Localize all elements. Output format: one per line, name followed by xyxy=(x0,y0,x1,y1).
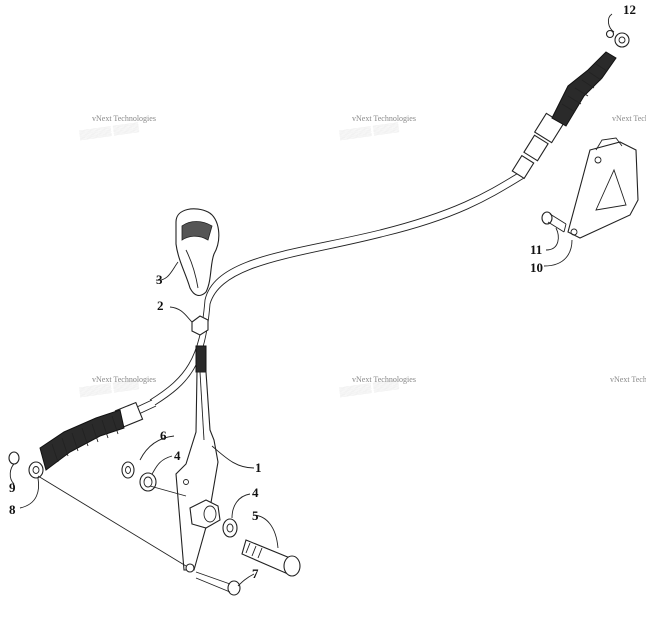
watermark-text: vNext Technologies xyxy=(92,375,156,384)
watermark-text: vNext Technologies xyxy=(352,114,416,123)
watermark-text: vNext Technologies xyxy=(352,375,416,384)
svg-text:▒▒▒▒▒ ▒▒▒▒: ▒▒▒▒▒ ▒▒▒▒ xyxy=(339,122,400,141)
watermark-text: vNext Technologies xyxy=(612,114,646,123)
lower-cable-boot xyxy=(8,399,187,567)
callout-11: 11 xyxy=(530,242,542,257)
callout-5: 5 xyxy=(252,508,259,523)
callout-1: 1 xyxy=(255,460,262,475)
svg-text:▒▒▒▒▒ ▒▒▒▒: ▒▒▒▒▒ ▒▒▒▒ xyxy=(79,122,140,141)
callout-10: 10 xyxy=(530,260,543,275)
callout-3: 3 xyxy=(156,272,163,287)
mounting-bracket xyxy=(567,137,639,239)
callouts: 1 2 3 4 4 5 6 7 8 9 10 11 12 xyxy=(9,2,636,581)
watermarks: ▒▒▒▒▒ ▒▒▒▒ vNext Technologies ▒▒▒▒▒ ▒▒▒▒… xyxy=(79,114,646,398)
watermark-text: vNext Technologies xyxy=(610,375,646,384)
leader-lines xyxy=(9,13,615,587)
callout-6: 6 xyxy=(160,428,167,443)
callout-8: 8 xyxy=(9,502,16,517)
bracket-bolt xyxy=(541,211,567,233)
bushing-set xyxy=(121,461,238,538)
shift-lever xyxy=(175,345,221,573)
callout-4: 4 xyxy=(174,448,181,463)
callout-7: 7 xyxy=(252,566,259,581)
callout-2: 2 xyxy=(157,298,164,313)
callout-12: 12 xyxy=(623,2,636,17)
lever-bolt xyxy=(195,571,241,596)
pivot-bolt xyxy=(241,539,301,577)
watermark-text: vNext Technologies xyxy=(92,114,156,123)
shift-knob xyxy=(175,208,220,297)
jam-nut xyxy=(191,315,209,336)
callout-4: 4 xyxy=(252,485,259,500)
upper-cable-boot xyxy=(551,29,630,127)
callout-9: 9 xyxy=(9,480,16,495)
